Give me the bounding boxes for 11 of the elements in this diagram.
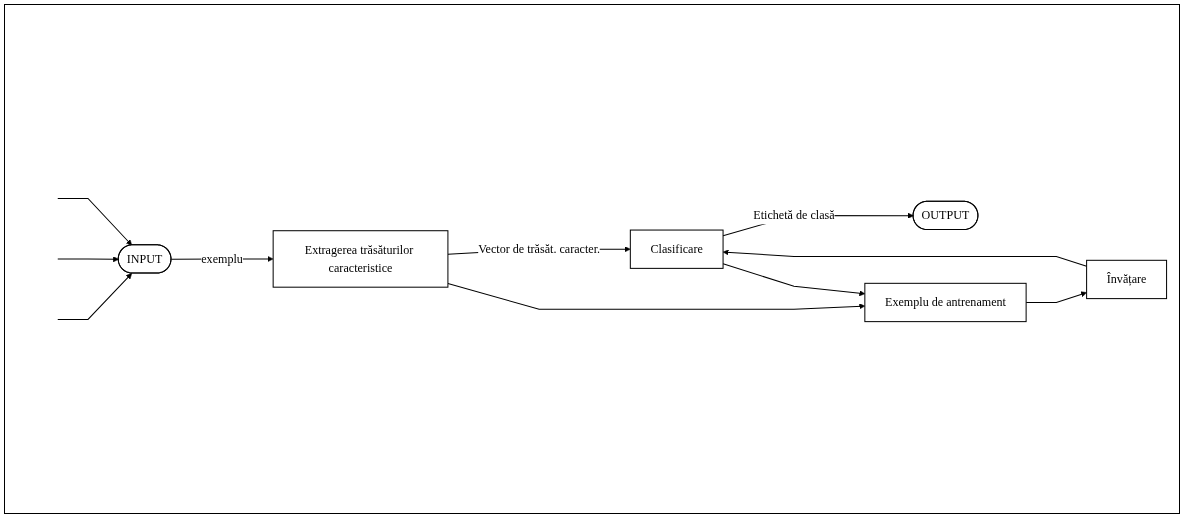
node-box xyxy=(864,282,1027,323)
node-box xyxy=(629,229,724,269)
edge-label: Vector de trăsăt. caracter. xyxy=(478,242,601,256)
node-box xyxy=(1086,259,1168,300)
node-box xyxy=(272,230,449,288)
edge-label: exemplu xyxy=(201,251,243,266)
arrow xyxy=(57,198,133,246)
arrow xyxy=(57,273,133,320)
diagram-frame: exemplu Vector de trăsăt. caracter. Etichetă de clasă INPUT Extragerea trăsăturilor caracteristice Clasificare OUTPUT Exemplu de antrenament Învățare xyxy=(4,4,1180,514)
arrow xyxy=(57,256,119,263)
edge-label: Etichetă de clasă xyxy=(753,208,835,222)
